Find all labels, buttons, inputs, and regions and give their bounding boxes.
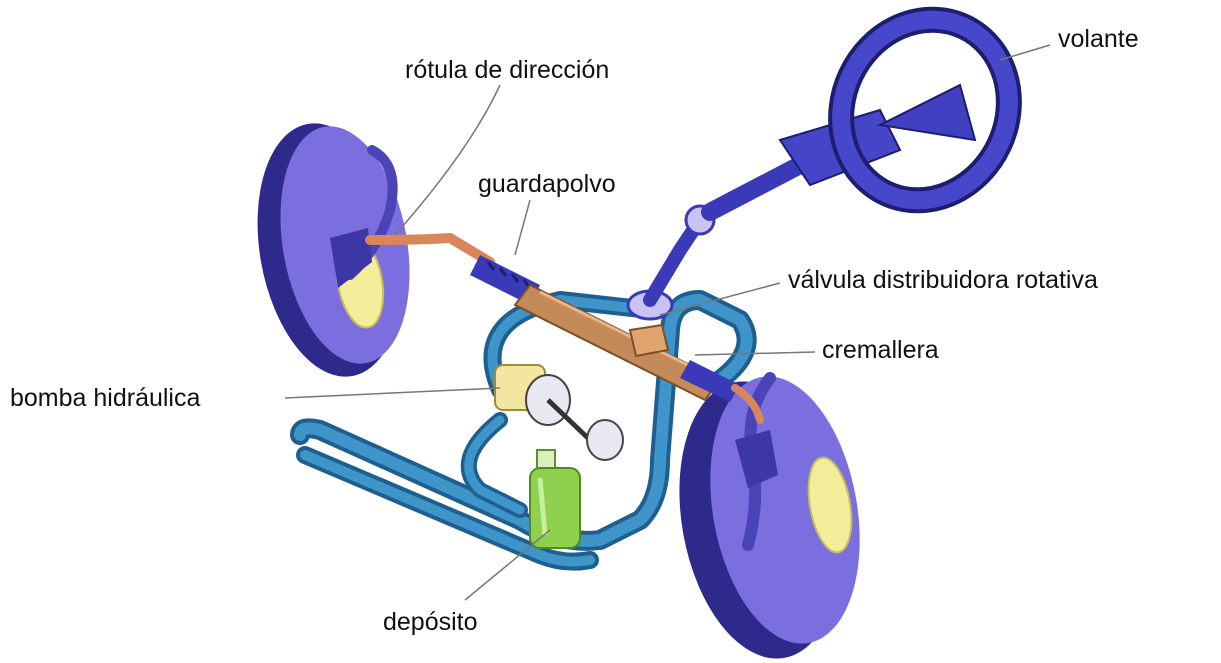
hydraulic-pump (495, 365, 623, 460)
label-steering-ball-joint: rótula de dirección (405, 58, 609, 83)
label-hydraulic-pump: bomba hidráulica (10, 386, 200, 411)
reservoir (530, 450, 580, 548)
label-rack: cremallera (822, 338, 939, 363)
right-wheel (659, 365, 879, 663)
left-wheel (239, 112, 427, 388)
label-dust-boot: guardapolvo (478, 172, 616, 197)
label-reservoir: depósito (383, 610, 478, 635)
label-steering-wheel: volante (1058, 27, 1139, 52)
steering-wheel (812, 0, 1038, 228)
label-rotary-valve: válvula distribuidora rotativa (788, 268, 1098, 293)
